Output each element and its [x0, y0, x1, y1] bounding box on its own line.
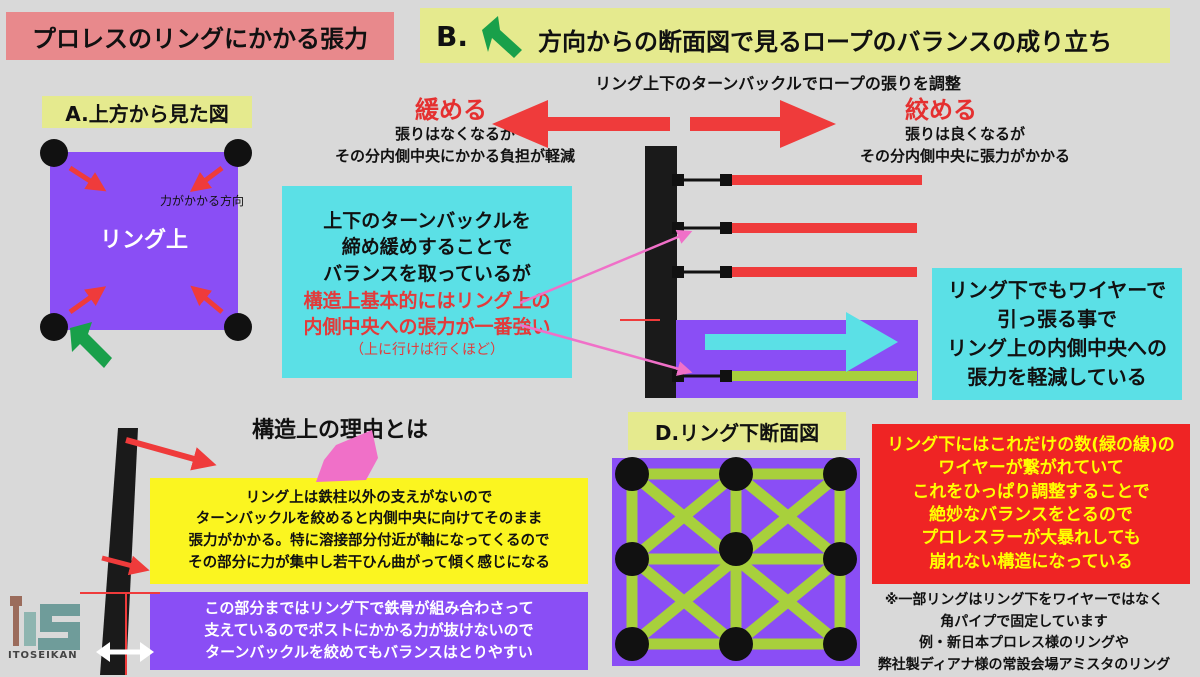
wire-line-1: リング下にはこれだけの数(緑の線)の — [887, 434, 1175, 455]
direction-arrow-icon — [482, 16, 522, 58]
under-wire-box: リング下でもワイヤーで 引っ張る事で リング上の内側中央への 張力を軽減している — [932, 268, 1182, 400]
page-title: プロレスのリングにかかる張力 — [6, 12, 394, 60]
tighten-description: 張りは良くなるが その分内側中央に張力がかかる — [800, 124, 1130, 168]
section-b-title: 方向からの断面図で見るロープのバランスの成り立ち — [538, 28, 1113, 56]
tighten-line-2: その分内側中央に張力がかかる — [859, 146, 1070, 165]
under-ring-support-box: この部分まではリング下で鉄骨が組み合わさって 支えているのでポストにかかる力が抜… — [150, 592, 588, 670]
support-line-3: ターンバックルを絞めてもバランスはとりやすい — [205, 642, 533, 661]
force-arrow-tr — [190, 166, 224, 192]
loosen-arrow-icon — [492, 100, 670, 148]
balance-line-5: 内側中央への張力が一番強い — [303, 316, 551, 339]
post-line-4: その部分に力が集中し若干ひん曲がって傾く感じになる — [188, 554, 550, 571]
balance-double-arrow-icon — [96, 642, 154, 662]
rope-2 — [672, 222, 917, 234]
wire-line-2: ワイヤーが繋がれていて — [938, 458, 1124, 479]
corner-post-tl — [40, 139, 68, 167]
force-arrow-tl — [68, 165, 107, 192]
logo-text: ITOSEIKAN — [8, 650, 78, 661]
corner-post-bl — [40, 313, 68, 341]
force-direction-label: 力がかかる方向 — [160, 194, 245, 208]
pointer-line-upper — [519, 229, 693, 305]
section-b-letter: B. — [436, 20, 468, 53]
itoseikan-logo — [10, 596, 80, 650]
footnote-line-1: ※一部リングはリング下をワイヤーではなく — [884, 592, 1164, 608]
ring-label: リング上 — [99, 228, 188, 253]
rope-1 — [672, 174, 922, 186]
view-direction-arrow-icon — [70, 322, 112, 368]
under-wire-line-1: リング下でもワイヤーで — [947, 278, 1167, 302]
leaning-post — [100, 428, 138, 675]
under-wire-line-2: 引っ張る事で — [997, 307, 1117, 331]
balance-explanation-box: 上下のターンバックルを 締め緩めすることで バランスを取っているが 構造上基本的… — [282, 186, 572, 378]
post-force-arrow-upper — [125, 437, 217, 471]
turnbuckle-note: リング上下のターンバックルでロープの張りを調整 — [595, 74, 961, 93]
under-wire-line-4: 張力を軽減している — [967, 365, 1147, 389]
balance-line-2: 締め緩めすることで — [341, 236, 513, 259]
post-line-2: ターンバックルを絞めると内側中央に向けてそのまま — [195, 511, 543, 528]
wire-line-5: プロレスラーが大暴れしても — [921, 528, 1141, 549]
loosen-description: 張りはなくなるが その分内側中央にかかる負担が軽減 — [290, 124, 620, 168]
wire-line-4: 絶妙なバランスをとるので — [929, 505, 1133, 525]
balance-note: （上に行けば行くほど） — [350, 341, 504, 358]
wire-line-3: これをひっぱり調整することで — [912, 481, 1150, 502]
support-line-1: この部分まではリング下で鉄骨が組み合わさって — [204, 599, 534, 618]
under-ring-posts — [615, 457, 857, 661]
wire-explanation-box: リング下にはこれだけの数(緑の線)の ワイヤーが繋がれていて これをひっぱり調整… — [872, 424, 1190, 584]
under-wire-tension-arrow-icon — [705, 312, 898, 372]
corner-post-br — [224, 313, 252, 341]
post-force-arrow-lower — [101, 555, 150, 576]
force-arrow-br — [190, 285, 224, 314]
loosen-line-2: その分内側中央にかかる負担が軽減 — [334, 146, 575, 165]
balance-line-1: 上下のターンバックルを — [323, 209, 531, 232]
balance-line-4: 構造上基本的にはリング上の — [303, 289, 551, 312]
reason-heading: 構造上の理由とは — [252, 418, 429, 443]
loosen-line-1: 張りはなくなるが — [394, 125, 515, 143]
support-line-2: 支えているのでポストにかかる力が抜けないので — [204, 621, 534, 640]
pink-down-arrow-icon — [316, 430, 378, 482]
post-line-3: 張力がかかる。特に溶接部分付近が軸になってくるので — [188, 533, 550, 549]
section-d-heading: D.リング下断面図 — [628, 412, 846, 450]
tighten-title: 絞める — [905, 96, 977, 124]
tighten-arrow-icon — [690, 100, 836, 148]
under-ring-area — [676, 320, 918, 398]
rope-3 — [672, 266, 917, 278]
corner-post-tr — [224, 139, 252, 167]
balance-line-3: バランスを取っているが — [323, 262, 531, 285]
footnote-line-4: 弊社製ディアナ様の常設会場アミスタのリング — [877, 657, 1171, 674]
pointer-line-lower — [519, 323, 693, 376]
force-arrow-bl — [68, 286, 107, 315]
post-cross-section — [645, 146, 677, 398]
footnote: ※一部リングはリング下をワイヤーではなく 角パイプで固定しています 例・新日本プ… — [848, 590, 1200, 677]
footnote-line-2: 角パイプで固定しています — [940, 613, 1108, 630]
section-b-banner — [420, 8, 1170, 63]
under-wire-line-3: リング上の内側中央への — [947, 336, 1167, 360]
post-explanation-box: リング上は鉄柱以外の支えがないので ターンバックルを絞めると内側中央に向けてその… — [150, 478, 588, 584]
wire-line-6: 崩れない構造になっている — [929, 551, 1133, 572]
post-line-1: リング上は鉄柱以外の支えがないので — [245, 489, 493, 506]
tighten-line-1: 張りは良くなるが — [904, 125, 1025, 143]
footnote-line-3: 例・新日本プロレス様のリングや — [919, 635, 1129, 652]
section-a-heading: A.上方から見た図 — [42, 96, 252, 128]
loosen-title: 緩める — [415, 96, 487, 124]
